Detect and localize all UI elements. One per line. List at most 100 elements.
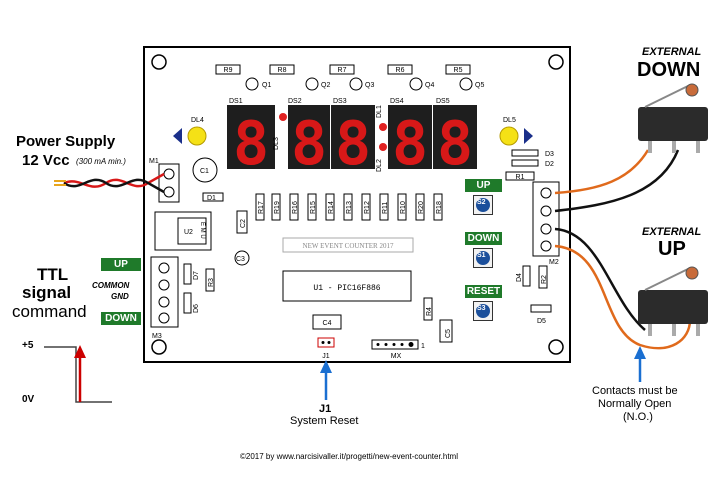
label-r2: R2: [541, 275, 548, 284]
label-dl5: DL5: [503, 117, 516, 124]
diode-d6: [183, 292, 192, 314]
capacitor-c4: [312, 314, 342, 330]
resistor-r4: [423, 297, 433, 321]
external-down-word: EXTERNAL: [642, 46, 702, 58]
label-r10: R10: [400, 201, 407, 214]
ttl-title: TTL: [37, 265, 69, 284]
led-dl4: [187, 126, 207, 146]
label-q5: Q5: [475, 82, 484, 89]
label-r3: R3: [208, 278, 215, 287]
button-s3[interactable]: [473, 301, 493, 321]
j1-note-sub: System Reset: [290, 415, 359, 427]
label-m1: M1: [149, 158, 159, 165]
label-r20: R20: [418, 201, 425, 214]
capacitor-c3: [234, 250, 250, 266]
pin: [327, 341, 331, 344]
contacts-line1: Contacts must be: [592, 385, 678, 397]
digit-ds2: 8: [291, 109, 327, 179]
label-r15: R15: [310, 201, 317, 214]
label-s1: S1: [477, 252, 486, 259]
label-c2: C2: [240, 219, 247, 228]
diode-d3: [511, 149, 539, 157]
label-r17: R17: [258, 201, 265, 214]
label-d4: D4: [516, 273, 523, 282]
label-r18: R18: [436, 201, 443, 214]
power-supply-note: (300 mA min.): [76, 157, 126, 166]
button-label-down: DOWN: [465, 232, 502, 245]
ttl-waveform: [44, 346, 112, 403]
label-r4: R4: [426, 307, 433, 316]
contacts-line3: (N.O.): [623, 411, 653, 423]
ic-u1: [282, 270, 412, 302]
resistor-r3: [205, 268, 215, 292]
wire-up-orange: [554, 244, 692, 350]
screw: [163, 186, 175, 198]
label-dl3: DL3: [273, 137, 280, 150]
label-r6: R6: [396, 67, 405, 74]
diode-d1: [202, 192, 224, 202]
mount-hole: [548, 339, 564, 355]
mount-hole: [548, 54, 564, 70]
power-supply-voltage: 12 Vcc: [22, 152, 70, 169]
label-d5: D5: [537, 318, 546, 325]
label-r14: R14: [328, 201, 335, 214]
external-up-word: EXTERNAL: [642, 226, 702, 238]
m3-gnd-label: GND: [111, 292, 129, 301]
diode-d7: [183, 263, 192, 285]
contacts-line2: Normally Open: [598, 398, 672, 410]
label-q3: Q3: [365, 82, 374, 89]
label-r9: R9: [224, 67, 233, 74]
label-q2: Q2: [321, 82, 330, 89]
title-box: [282, 237, 414, 253]
screw: [158, 262, 170, 274]
j1-note-title: J1: [319, 403, 332, 415]
digit-ds4: 8: [392, 109, 428, 179]
wire-down-black: [554, 149, 680, 213]
wire-down-orange: [554, 149, 650, 195]
top-resistors: R9 R8 R7 R6 R5: [215, 64, 471, 75]
label-ds5: DS5: [436, 98, 450, 105]
label-dl2: DL2: [376, 159, 383, 172]
button-s2[interactable]: [473, 195, 493, 215]
m3-down-label: DOWN: [101, 312, 141, 325]
arrow-up-icon: [634, 346, 646, 359]
label-d3: D3: [545, 151, 554, 158]
screw: [163, 168, 175, 180]
button-s1[interactable]: [473, 248, 493, 268]
screw: [540, 205, 552, 217]
ttl-low-level: 0V: [22, 394, 35, 405]
label-r1: R1: [516, 174, 525, 181]
header-pins: [376, 342, 414, 347]
diode-d5: [530, 304, 552, 313]
ttl-signal: signal: [22, 283, 72, 302]
arrow-right-icon: [524, 128, 533, 144]
label-u1: U1 - PIC16F886: [313, 284, 380, 293]
button-label-up: UP: [465, 179, 502, 192]
label-q1: Q1: [262, 82, 271, 89]
jumper-j1: [317, 337, 335, 348]
label-u2: U2: [184, 229, 193, 236]
label-d1: D1: [207, 195, 216, 202]
resistor-r2: [538, 265, 548, 289]
footer-credit: ©2017 by www.narcisivaller.it/progetti/n…: [240, 452, 458, 461]
capacitor-c1: [192, 157, 218, 183]
button-label-reset: RESET: [465, 285, 502, 298]
pin: [321, 341, 325, 344]
label-d2: D2: [545, 161, 554, 168]
transistors: [245, 77, 473, 91]
screw: [540, 240, 552, 252]
resistor-row: [255, 193, 443, 221]
arrow-left-icon: [173, 128, 182, 144]
digit-ds3: 8: [335, 109, 371, 179]
power-wire-tips: [54, 180, 66, 186]
screw: [158, 296, 170, 308]
label-c3: C3: [236, 256, 245, 263]
digit-ds1: 8: [233, 109, 269, 179]
digit-ds5: 8: [437, 109, 473, 179]
power-wire-black: [63, 178, 165, 194]
label-r7: R7: [338, 67, 347, 74]
label-dl4: DL4: [191, 117, 204, 124]
label-r12: R12: [364, 201, 371, 214]
pcb-board: [143, 46, 571, 363]
